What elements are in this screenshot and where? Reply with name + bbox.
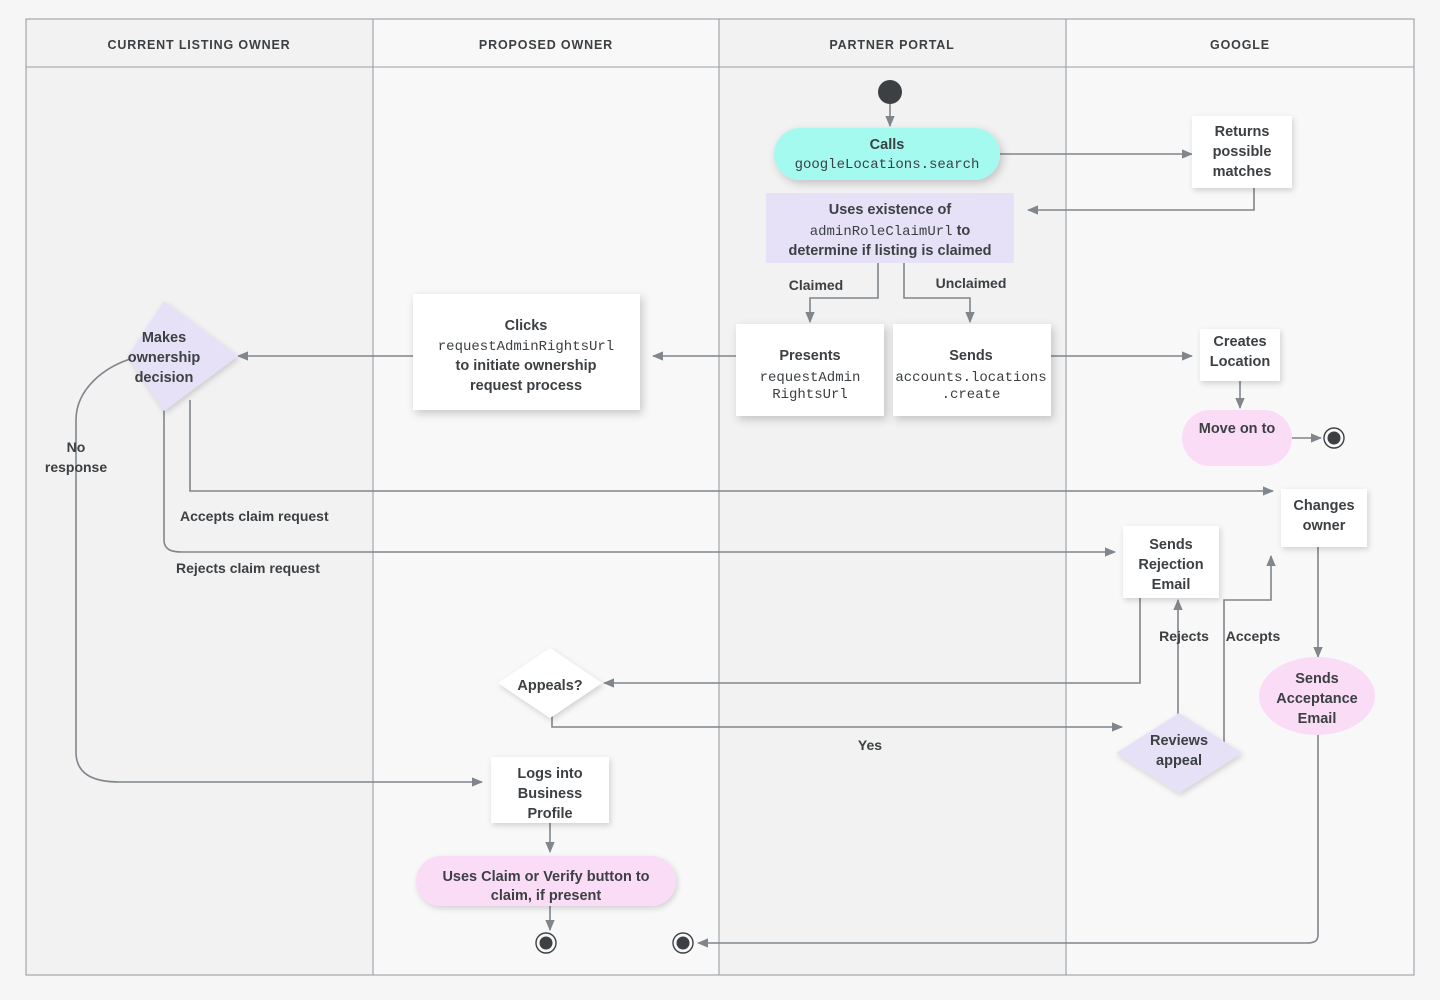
node-changes-owner[interactable]: Changes owner <box>1281 489 1367 547</box>
node-makesdecision-line1: Makes <box>142 330 186 346</box>
start-node <box>878 80 902 104</box>
node-sendscreate-line1: Sends <box>949 348 993 364</box>
edge-rejects-claim-request <box>163 404 1117 557</box>
node-sends-accounts-locations-create[interactable]: Sends accounts.locations .create <box>893 324 1051 416</box>
node-makes-ownership-decision[interactable]: Makes ownership decision <box>128 301 238 411</box>
node-calls-line1: Calls <box>870 137 905 153</box>
edge-label-group-claim-split: Claimed Unclaimed <box>789 275 1007 293</box>
node-usesclaim-line1: Uses Claim or Verify button to <box>442 869 649 885</box>
node-returns-possible-matches[interactable]: Returns possible matches <box>1192 116 1292 188</box>
node-clicks-line3: to initiate ownership <box>456 358 597 374</box>
edge-label-group-no-response: No response <box>45 439 107 475</box>
edge-uses-to-sends <box>903 263 975 324</box>
edge-label-accepts: Accepts <box>1226 628 1281 644</box>
node-clicks-line1: Clicks <box>505 318 548 334</box>
end-node-proposed-owner-a <box>535 932 557 954</box>
edge-uses-to-presents <box>805 263 879 324</box>
node-makesdecision-line3: decision <box>135 370 194 386</box>
node-presents-line2: requestAdmin <box>760 370 861 386</box>
node-presents-line1: Presents <box>779 348 840 364</box>
node-uses-existence-admin-role-claim-url[interactable]: Uses existence of adminRoleClaimUrl to d… <box>766 193 1014 263</box>
node-returns-line2: possible <box>1213 144 1272 160</box>
node-clicks-line2: requestAdminRightsUrl <box>438 339 614 355</box>
lane-header-current-listing-owner: CURRENT LISTING OWNER <box>107 38 290 52</box>
lane-bg-current-listing-owner <box>26 19 373 975</box>
end-node-google <box>1323 427 1345 449</box>
node-logsinto-line2: Business <box>518 786 582 802</box>
node-appeals-line1: Appeals? <box>517 678 582 694</box>
node-moveonto-line1: Move on to <box>1199 421 1276 437</box>
node-sends-acceptance-email[interactable]: Sends Acceptance Email <box>1259 657 1375 735</box>
node-createslocation-line2: Location <box>1210 354 1270 370</box>
node-changesowner-line1: Changes <box>1293 498 1354 514</box>
node-sendsrejection-line1: Sends <box>1149 537 1193 553</box>
lane-header-row: CURRENT LISTING OWNER PROPOSED OWNER PAR… <box>26 38 1414 68</box>
node-sendsacceptance-line1: Sends <box>1295 671 1339 687</box>
edge-no-response <box>75 356 484 787</box>
lane-dividers <box>25 18 1415 976</box>
node-uses-line2-tail: to <box>953 223 971 239</box>
node-uses-line1: Uses existence of <box>829 202 952 218</box>
edge-label-group-appeal-outcome: Rejects Accepts <box>1159 628 1280 644</box>
node-logsinto-line3: Profile <box>527 806 572 822</box>
node-createslocation-line1: Creates <box>1213 334 1266 350</box>
lane-header-google: GOOGLE <box>1210 38 1270 52</box>
edge-label-accepts-claim-request: Accepts claim request <box>180 508 329 524</box>
end-node-proposed-owner-b <box>672 932 694 954</box>
lane-header-partner-portal: PARTNER PORTAL <box>829 38 954 52</box>
node-presents-request-admin-rights-url[interactable]: Presents requestAdmin RightsUrl <box>736 324 884 416</box>
edge-label-yes: Yes <box>858 737 882 753</box>
node-reviewsappeal-line1: Reviews <box>1150 733 1208 749</box>
node-reviewsappeal-line2: appeal <box>1156 753 1202 769</box>
node-uses-line3: determine if listing is claimed <box>788 243 991 259</box>
edge-returns-to-uses <box>1026 188 1255 215</box>
edge-accepts-claim-request <box>189 400 1275 496</box>
node-uses-line2-code: adminRoleClaimUrl <box>810 224 953 240</box>
node-usesclaim-line2: claim, if present <box>491 888 602 904</box>
node-presents-line3: RightsUrl <box>772 387 848 403</box>
node-calls-line2: googleLocations.search <box>795 157 980 173</box>
node-creates-location[interactable]: Creates Location <box>1200 329 1280 381</box>
edge-reviews-accepts <box>1223 554 1276 750</box>
node-logs-into-business-profile[interactable]: Logs into Business Profile <box>491 757 609 823</box>
node-clicks-request-admin-rights-url[interactable]: Clicks requestAdminRightsUrl to initiate… <box>413 294 640 410</box>
node-uses-claim-or-verify-button[interactable]: Uses Claim or Verify button to claim, if… <box>416 856 676 906</box>
node-sendscreate-line2: accounts.locations <box>895 370 1046 386</box>
diagram-frame <box>25 18 1415 976</box>
node-returns-line1: Returns <box>1215 124 1270 140</box>
edge-label-rejects-claim-request: Rejects claim request <box>176 560 320 576</box>
node-sendsacceptance-line2: Acceptance <box>1276 691 1357 707</box>
node-uses-line2: adminRoleClaimUrl to <box>810 223 971 240</box>
edge-rejection-to-appeals <box>602 598 1141 688</box>
edge-label-claimed: Claimed <box>789 277 843 293</box>
node-move-on-to[interactable]: Move on to <box>1182 410 1292 466</box>
node-makesdecision-line2: ownership <box>128 350 201 366</box>
edge-label-rejects: Rejects <box>1159 628 1209 644</box>
node-reviews-appeal[interactable]: Reviews appeal <box>1116 713 1242 793</box>
node-clicks-line4: request process <box>470 378 582 394</box>
edge-label-no-response-line1: No <box>67 439 86 455</box>
node-sendsrejection-line2: Rejection <box>1138 557 1203 573</box>
edge-appeals-yes-to-reviews <box>551 716 1124 732</box>
node-sendsrejection-line3: Email <box>1152 577 1191 593</box>
lane-bg-proposed-owner <box>373 19 719 975</box>
node-sends-rejection-email[interactable]: Sends Rejection Email <box>1123 526 1219 598</box>
node-calls-google-locations-search[interactable]: Calls googleLocations.search <box>774 128 1000 180</box>
lane-header-proposed-owner: PROPOSED OWNER <box>479 38 613 52</box>
node-returns-line3: matches <box>1213 164 1272 180</box>
edge-label-unclaimed: Unclaimed <box>936 275 1007 291</box>
node-sendscreate-line3: .create <box>942 387 1001 403</box>
node-changesowner-line2: owner <box>1303 518 1346 534</box>
edge-label-no-response-line2: response <box>45 459 107 475</box>
edge-acceptance-to-end <box>696 734 1319 948</box>
node-logsinto-line1: Logs into <box>517 766 582 782</box>
node-appeals-decision[interactable]: Appeals? <box>498 648 602 718</box>
node-sendsacceptance-line3: Email <box>1298 711 1337 727</box>
flow-edges <box>75 100 1323 948</box>
